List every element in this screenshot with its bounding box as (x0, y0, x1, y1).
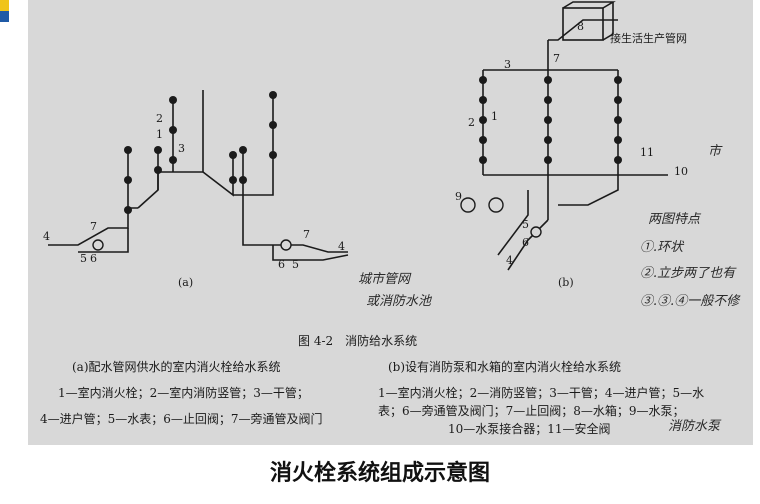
figure-caption: 图 4-2 消防给水系统 (298, 334, 418, 348)
pipe-diagram (48, 1, 668, 271)
handwriting-5: ②.立步两了也有 (640, 266, 736, 281)
label-a-7: 7 (90, 220, 97, 233)
label-b-connect: 接生活生产管网 (610, 32, 687, 45)
label-a-4r: 4 (338, 240, 345, 253)
caption-a-line2: 4—进户管；5—水表；6—止回阀；7—旁通管及阀门 (40, 412, 323, 426)
caption-b-line2: 表；6—旁通管及阀门；7—止回阀；8—水箱；9—水泵； (378, 404, 685, 418)
label-a-2: 2 (156, 112, 163, 125)
scanned-diagram: 1 2 3 4 5 6 7 7 4 6 5 (a) 3 8 7 接生活生产管网 … (28, 0, 753, 445)
label-b-6: 6 (522, 236, 529, 249)
label-b-4: 4 (506, 254, 513, 267)
handwriting-4: ①.环状 (640, 240, 684, 255)
caption-a-title: (a)配水管网供水的室内消火栓给水系统 (72, 360, 281, 374)
handwriting-6: ③.③.④一般不修 (640, 294, 740, 309)
label-a-6: 6 (90, 252, 97, 265)
caption-b-line1: 1—室内消火栓；2—消防竖管；3—干管；4—进户管；5—水 (378, 386, 705, 400)
accent-bar (0, 0, 9, 22)
handwriting-7: 消防水泵 (668, 419, 721, 434)
label-a-3: 3 (178, 142, 185, 155)
label-b-5: 5 (522, 218, 529, 231)
caption-b-line3: 10—水泵接合器；11—安全阀 (448, 422, 611, 436)
handwriting-2: 或消防水池 (366, 294, 432, 309)
caption-b-title: (b)设有消防泵和水箱的室内消火栓给水系统 (388, 360, 622, 374)
label-b-3: 3 (504, 58, 511, 71)
label-b-10: 10 (674, 165, 688, 178)
label-a-5: 5 (80, 252, 87, 265)
label-b-9: 9 (455, 190, 462, 203)
label-b-sub: (b) (558, 276, 574, 289)
page-title: 消火栓系统组成示意图 (269, 461, 490, 486)
handwriting-3: 两图特点 (648, 212, 701, 227)
caption-a-line1: 1—室内消火栓；2—室内消防竖管；3—干管； (58, 386, 309, 400)
label-b-1: 1 (491, 110, 498, 123)
label-b-7: 7 (553, 52, 560, 65)
handwriting-8: 市 (708, 144, 722, 159)
label-a-1: 1 (156, 128, 163, 141)
label-b-8: 8 (577, 20, 584, 33)
label-a-6r: 6 (278, 258, 285, 271)
label-a-sub: (a) (178, 276, 194, 289)
handwriting-1: 城市管网 (358, 272, 411, 287)
label-a-4: 4 (43, 230, 50, 243)
label-b-11: 11 (640, 146, 654, 159)
label-a-5r: 5 (292, 258, 299, 271)
label-a-7r: 7 (303, 228, 310, 241)
label-b-2: 2 (468, 116, 475, 129)
